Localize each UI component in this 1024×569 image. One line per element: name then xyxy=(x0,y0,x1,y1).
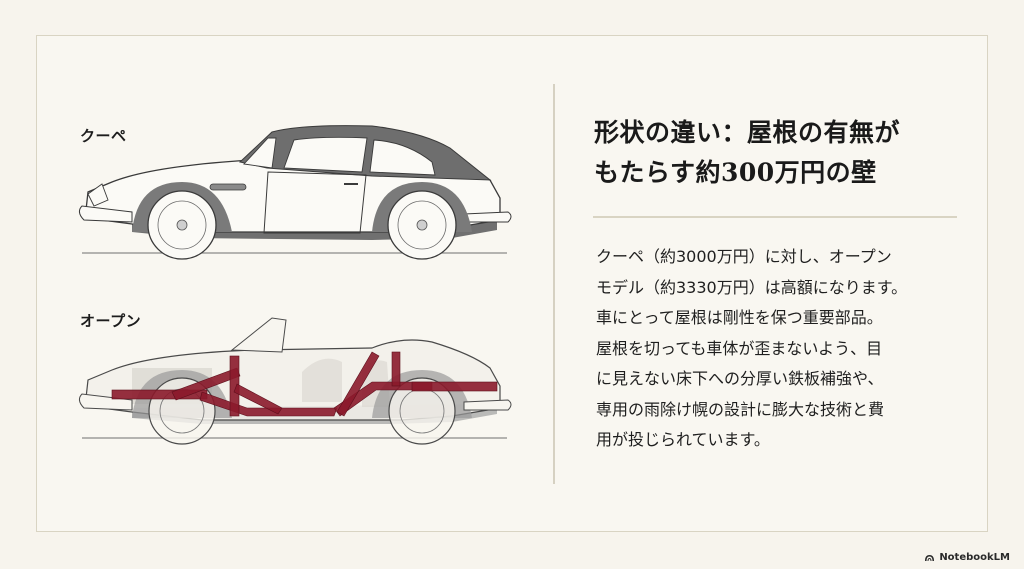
coupe-car-illustration xyxy=(78,125,512,260)
body-line: 専用の雨除け幌の設計に膨大な技術と費 xyxy=(596,399,885,419)
body-line: クーペ（約3000万円）に対し、オープン xyxy=(596,247,892,266)
notebooklm-branding: NotebookLM xyxy=(924,552,1010,563)
body-line: 車にとって屋根は剛性を保つ重要部品。 xyxy=(596,308,883,327)
title-line-1: 形状の違い：屋根の有無が xyxy=(594,118,901,147)
body-paragraph: クーペ（約3000万円）に対し、オープン モデル（約3330万円）は高額になりま… xyxy=(596,242,976,456)
vertical-divider xyxy=(553,84,555,484)
title-divider xyxy=(593,216,957,218)
coupe-label: クーペ xyxy=(80,127,127,145)
body-line: モデル（約3330万円）は高額になります。 xyxy=(596,277,908,297)
slide-frame xyxy=(36,35,988,532)
notebooklm-logo-icon xyxy=(925,555,935,561)
open-label: オープン xyxy=(80,312,142,330)
brand-label: NotebookLM xyxy=(939,552,1010,563)
body-line: に見えない床下への分厚い鉄板補強や、 xyxy=(596,369,884,388)
body-line: 屋根を切っても車体が歪まないよう、目 xyxy=(596,338,883,358)
convertible-car-chassis-illustration xyxy=(78,317,512,445)
slide-title: 形状の違い：屋根の有無が もたらす約300万円の壁 xyxy=(594,113,984,193)
title-line-2: もたらす約300万円の壁 xyxy=(594,158,877,187)
body-line: 用が投じられています。 xyxy=(596,430,770,449)
